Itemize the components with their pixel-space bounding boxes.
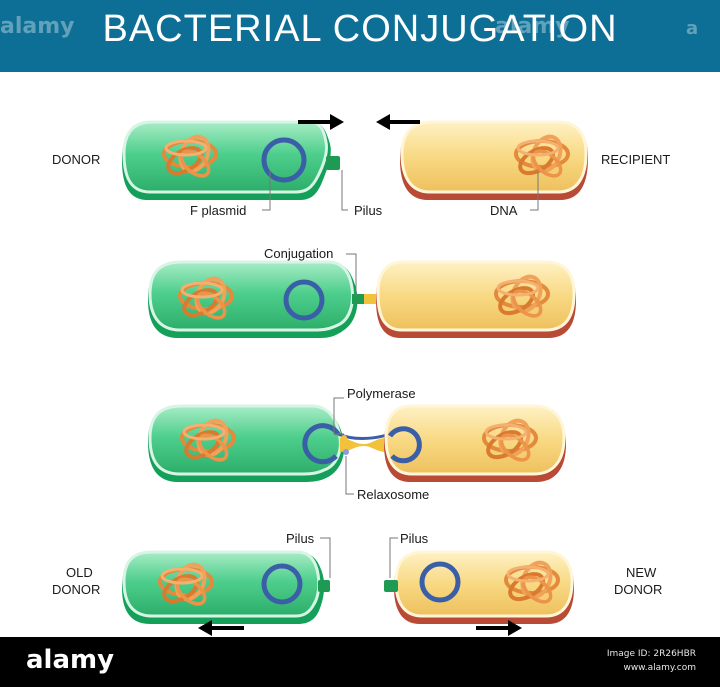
f-plasmid-label: F plasmid — [190, 203, 246, 218]
image-id: Image ID: 2R26HBR — [606, 649, 696, 659]
plasmid-copy-icon — [387, 426, 422, 464]
recipient-label: RECIPIENT — [601, 152, 670, 167]
pilus-stub — [326, 156, 340, 170]
dna-label: DNA — [490, 203, 518, 218]
relaxosome-label: Relaxosome — [357, 487, 429, 502]
pilus-bridge — [340, 438, 386, 452]
conjugation-diagram: DONOR RECIPIENT F plasmid Pilus DNA Conj… — [0, 72, 720, 637]
donor-cell-row2 — [148, 260, 358, 338]
alamy-logo: alamy — [26, 645, 115, 675]
f-plasmid-icon — [261, 137, 307, 183]
new-donor-cell — [384, 550, 574, 624]
f-plasmid-icon — [261, 563, 303, 605]
recipient-cell-row1 — [400, 120, 588, 200]
new-donor-label-line1: NEW — [626, 565, 657, 580]
donor-label: DONOR — [52, 152, 100, 167]
pilus-bridge — [352, 294, 380, 304]
f-plasmid-icon — [302, 423, 341, 465]
footer-bar: alamy Image ID: 2R26HBR www.alamy.com — [0, 637, 720, 687]
f-plasmid-icon — [419, 561, 461, 603]
footer-url: www.alamy.com — [623, 663, 696, 673]
pilus-stub — [384, 580, 398, 592]
recipient-cell-row3 — [384, 404, 566, 482]
polymerase-label: Polymerase — [347, 386, 416, 401]
arrow-right-icon — [298, 114, 344, 130]
page-title: BACTERIAL CONJUGATION — [102, 8, 618, 50]
arrow-right-icon — [476, 620, 522, 636]
recipient-cell-row2 — [376, 260, 576, 338]
watermark-right: a — [686, 18, 699, 39]
watermark-mid: alamy — [495, 14, 570, 39]
old-donor-label-line1: OLD — [66, 565, 93, 580]
f-plasmid-icon — [283, 279, 325, 321]
pilus-label-old-donor: Pilus — [286, 531, 315, 546]
pilus-label-new-donor: Pilus — [400, 531, 429, 546]
old-donor-label-line2: DONOR — [52, 582, 100, 597]
new-donor-label-line2: DONOR — [614, 582, 662, 597]
relaxosome-marker — [343, 449, 349, 455]
title-banner: alamy BACTERIAL CONJUGATION alamy a — [0, 0, 720, 72]
old-donor-cell — [122, 550, 330, 624]
watermark-left: alamy — [0, 14, 75, 39]
arrow-left-icon — [376, 114, 420, 130]
conjugation-label: Conjugation — [264, 246, 333, 261]
donor-cell-row1 — [122, 120, 340, 200]
donor-cell-row3 — [148, 404, 345, 482]
arrow-left-icon — [198, 620, 244, 636]
polymerase-marker — [341, 435, 347, 441]
pilus-label-row1: Pilus — [354, 203, 383, 218]
pilus-stub — [318, 580, 330, 592]
